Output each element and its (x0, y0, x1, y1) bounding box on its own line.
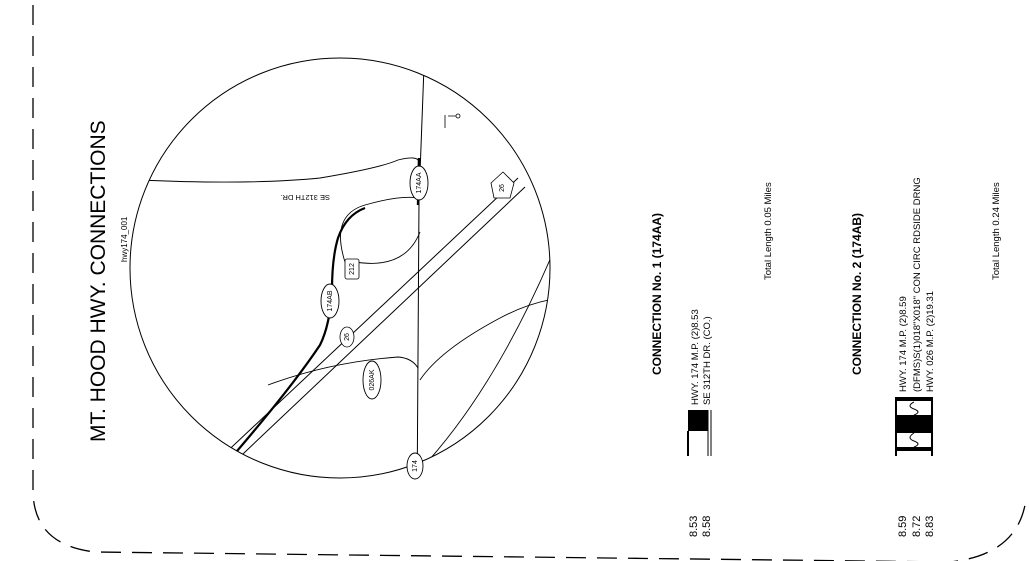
shield-26-west: 26 (339, 326, 355, 348)
connection-2-culvert-top (909, 401, 919, 416)
shield-026ak: 026AK (362, 360, 382, 400)
connection-2-line-2: (DFMS)S(1)018"X018" CON CIRC RDSIDE DRNG (912, 177, 923, 392)
svg-text:174AA: 174AA (416, 172, 423, 193)
road-026ak-line (267, 356, 419, 386)
svg-text:174: 174 (412, 460, 419, 472)
connection-2-total: Total Length 0.24 Miles (991, 182, 1002, 280)
connection-1-line-1: HWY. 174 M.P. (2)8.53 (690, 309, 701, 405)
road-label-se-312th: SE 312TH DR. (280, 193, 330, 202)
local-road-curve-2 (419, 247, 550, 471)
shield-26-east: 26 (490, 171, 515, 199)
se-312th-dr-line (139, 157, 420, 183)
map-circle (129, 57, 551, 479)
svg-text:026AK: 026AK (369, 369, 376, 390)
connection-2-mp-2: 8.72 (911, 516, 923, 537)
connection-1-line-2: SE 312TH DR. (CO.) (702, 316, 713, 405)
marker-dot (455, 113, 461, 119)
connection-1-schematic-stem (688, 427, 708, 431)
interchange-map: SE 312TH DR. 174AA 174AB 212 26 26 026AK (129, 57, 551, 480)
loop-ramp-line-2 (354, 231, 421, 264)
connection-1-total: Total Length 0.05 Miles (763, 182, 774, 280)
hwy-26-line-b (225, 186, 526, 471)
shield-174ab: 174AB (320, 283, 340, 319)
connection-2-culvert-bottom (909, 432, 919, 448)
hwy-26-line-a (217, 177, 519, 461)
sheet-border (32, 5, 1026, 561)
connection-2-schematic-bar-1 (896, 397, 932, 401)
hwy-174-line (416, 58, 426, 478)
connection-2-line-1: HWY. 174 M.P. (2)8.59 (898, 296, 909, 392)
connection-2-heading: CONNECTION No. 2 (174AB) (850, 213, 864, 375)
connection-2-schematic-bar-2 (896, 415, 932, 433)
shield-212: 212 (344, 258, 360, 280)
svg-text:174AB: 174AB (327, 290, 334, 311)
shield-174: 174 (406, 452, 424, 480)
connection-1-mp-2: 8.58 (701, 516, 713, 537)
connection-2-block: CONNECTION No. 2 (174AB) HWY. 174 M.P. (… (850, 177, 1002, 537)
local-road-curve (419, 297, 550, 381)
connection-2-mp-3: 8.83 (924, 516, 936, 537)
svg-text:212: 212 (349, 263, 356, 275)
loop-ramp-line (340, 196, 419, 263)
connection-1-heading: CONNECTION No. 1 (174AA) (650, 213, 664, 375)
svg-text:26: 26 (499, 184, 506, 192)
svg-text:26: 26 (344, 333, 351, 341)
connection-2-mp-1: 8.59 (897, 516, 909, 537)
sheet-title: MT. HOOD HWY. CONNECTIONS (87, 120, 110, 442)
connection-1-block: CONNECTION No. 1 (174AA) HWY. 174 M.P. (… (650, 182, 774, 537)
drawing-id: hwy174_001 (120, 216, 129, 262)
connection-2-schematic-bar-3 (896, 447, 932, 451)
shield-174aa: 174AA (409, 165, 429, 201)
connection-2-line-3: HWY. 026 M.P. (2)19.31 (925, 291, 936, 392)
connection-1-mp-1: 8.53 (688, 516, 700, 537)
connection-1-schematic-bar (688, 410, 708, 427)
